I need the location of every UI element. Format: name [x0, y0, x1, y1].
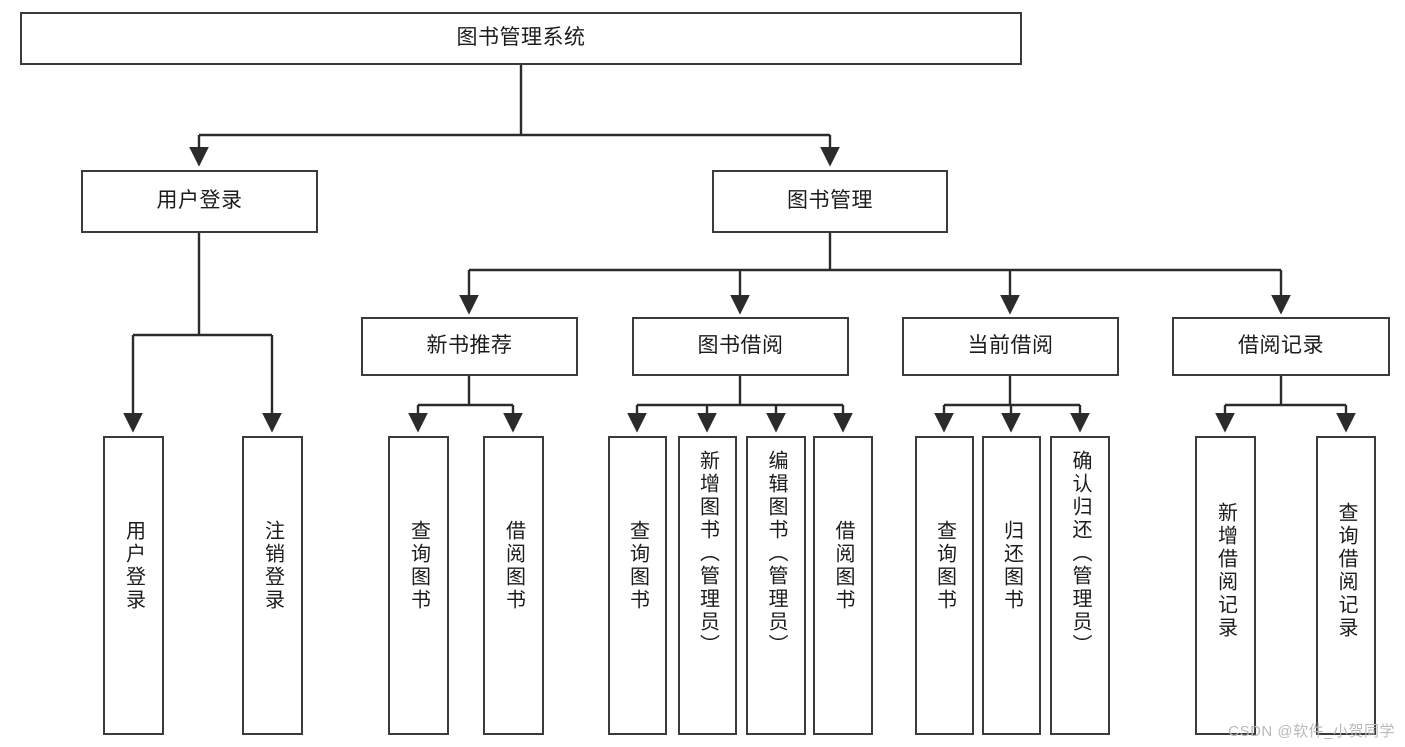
node-leaf-borrow-book-2[interactable]: 借阅图书 — [813, 436, 873, 735]
node-leaf-return-book-label: 归还图书 — [1000, 520, 1023, 612]
node-leaf-confirm-return[interactable]: 确认归还（管理员） — [1050, 436, 1110, 735]
node-borrow-record-label: 借阅记录 — [1238, 334, 1324, 358]
node-book-admin[interactable]: 图书管理 — [712, 170, 948, 233]
node-leaf-query-book-1[interactable]: 查询图书 — [388, 436, 449, 735]
node-leaf-add-record-label: 新增借阅记录 — [1214, 502, 1237, 640]
node-leaf-query-record[interactable]: 查询借阅记录 — [1316, 436, 1376, 735]
csdn-watermark: CSDN @软件_小贺同学 — [1228, 723, 1395, 740]
node-current-borrow[interactable]: 当前借阅 — [902, 317, 1119, 376]
node-leaf-return-book[interactable]: 归还图书 — [982, 436, 1041, 735]
node-leaf-borrow-book-1[interactable]: 借阅图书 — [483, 436, 544, 735]
node-leaf-query-book-2[interactable]: 查询图书 — [608, 436, 667, 735]
node-leaf-edit-book[interactable]: 编辑图书（管理员） — [746, 436, 806, 735]
node-leaf-add-book-label: 新增图书（管理员） — [696, 450, 719, 657]
node-leaf-add-book[interactable]: 新增图书（管理员） — [678, 436, 737, 735]
node-book-admin-label: 图书管理 — [787, 189, 873, 213]
node-current-borrow-label: 当前借阅 — [967, 334, 1054, 358]
node-leaf-logout-label: 注销登录 — [261, 520, 284, 612]
node-root-label: 图书管理系统 — [456, 26, 586, 50]
node-leaf-query-book-3[interactable]: 查询图书 — [915, 436, 974, 735]
node-leaf-confirm-return-label: 确认归还（管理员） — [1069, 450, 1091, 657]
node-new-book-rec-label: 新书推荐 — [426, 334, 513, 358]
node-leaf-logout[interactable]: 注销登录 — [242, 436, 303, 735]
node-new-book-rec[interactable]: 新书推荐 — [361, 317, 578, 376]
node-leaf-borrow-book-1-label: 借阅图书 — [502, 520, 525, 612]
node-leaf-query-book-3-label: 查询图书 — [933, 520, 956, 612]
node-book-borrow[interactable]: 图书借阅 — [632, 317, 849, 376]
node-root[interactable]: 图书管理系统 — [20, 12, 1022, 65]
node-leaf-edit-book-label: 编辑图书（管理员） — [765, 450, 787, 657]
node-user-login-label: 用户登录 — [156, 189, 243, 213]
node-leaf-add-record[interactable]: 新增借阅记录 — [1195, 436, 1256, 735]
node-borrow-record[interactable]: 借阅记录 — [1172, 317, 1390, 376]
node-leaf-query-record-label: 查询借阅记录 — [1335, 502, 1357, 640]
node-user-login[interactable]: 用户登录 — [81, 170, 318, 233]
node-leaf-user-login-label: 用户登录 — [122, 520, 145, 612]
node-leaf-query-book-1-label: 查询图书 — [407, 520, 430, 612]
node-leaf-user-login[interactable]: 用户登录 — [103, 436, 164, 735]
node-book-borrow-label: 图书借阅 — [697, 334, 784, 358]
node-leaf-query-book-2-label: 查询图书 — [626, 520, 649, 612]
node-leaf-borrow-book-2-label: 借阅图书 — [832, 520, 854, 612]
